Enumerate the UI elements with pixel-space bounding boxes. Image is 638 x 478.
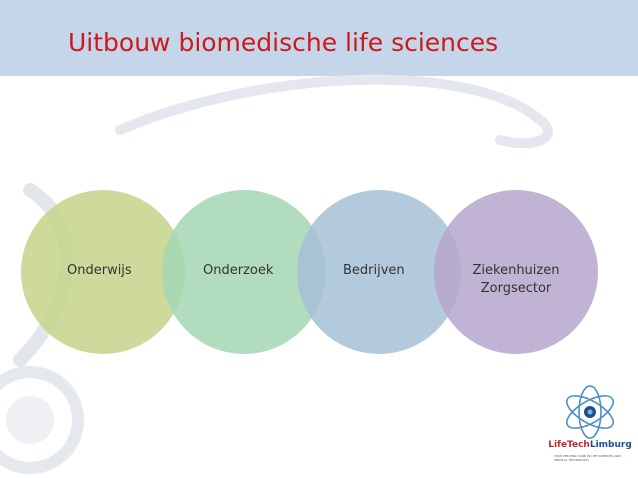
- circle-label-onderwijs: Onderwijs: [67, 263, 132, 278]
- circle-label-ziekenhuizen: Ziekenhuizen Zorgsector: [461, 262, 571, 298]
- lifetech-limburg-logo: LifeTechLimburg YOUR HELPING HAND IN LIF…: [548, 384, 632, 472]
- logo-name-part2: Limburg: [589, 440, 632, 450]
- slide-title: Uitbouw biomedische life sciences: [68, 28, 499, 57]
- circle-onderwijs: [21, 190, 185, 354]
- atom-icon: [566, 385, 614, 439]
- logo-tagline: YOUR HELPING HAND IN LIFE SCIENCES AND M…: [554, 454, 621, 462]
- circle-bedrijven: [297, 190, 461, 354]
- logo-wordmark: LifeTechLimburg: [548, 440, 632, 450]
- circle-label-line-1: Ziekenhuizen: [472, 263, 560, 278]
- logo-name-part1: LifeTech: [548, 440, 590, 450]
- circle-label-bedrijven: Bedrijven: [343, 263, 405, 278]
- circle-label-line-2: Zorgsector: [480, 281, 552, 296]
- circle-label-onderzoek: Onderzoek: [203, 263, 274, 278]
- header-band: [0, 0, 638, 76]
- circle-ziekenhuizen: [434, 190, 598, 354]
- circle-onderzoek: [162, 190, 326, 354]
